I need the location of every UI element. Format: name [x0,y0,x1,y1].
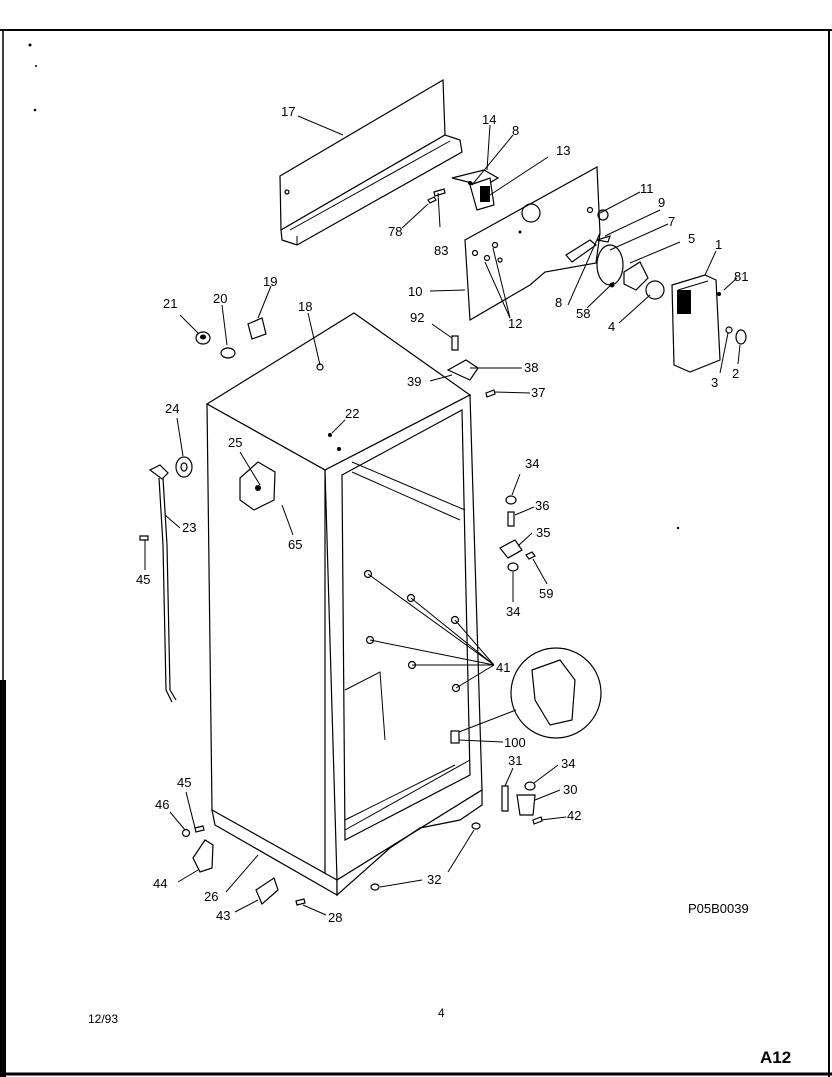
callout-92: 92 [410,310,424,325]
callout-10: 10 [408,284,422,299]
leveler-foot-part [255,877,279,905]
callout-11: 11 [640,181,654,196]
callout-20: 20 [213,291,227,306]
leader-lines [144,115,741,916]
bracket-assembly-part [451,169,500,211]
drawing-code: P05B0039 [688,901,749,916]
callout-38: 38 [524,360,538,375]
callout-9: 9 [658,195,665,210]
callout-1: 1 [715,237,722,252]
callout-2: 2 [732,366,739,381]
callout-43: 43 [216,908,230,923]
callout-45b: 45 [177,775,191,790]
callout-44: 44 [153,876,167,891]
callout-25: 25 [228,435,242,450]
callout-32: 32 [427,872,441,887]
callout-35: 35 [536,525,550,540]
callout-83: 83 [434,243,448,258]
callout-41: 41 [496,660,510,675]
callout-17: 17 [281,104,295,119]
callout-3: 3 [711,375,718,390]
callout-81: 81 [734,269,748,284]
center-hinge-parts [499,495,536,572]
callout-59: 59 [539,586,553,601]
callout-45a: 45 [136,572,150,587]
callout-labels: 17 14 8 13 11 9 7 5 1 81 78 83 10 12 8 5… [136,104,748,925]
callout-19: 19 [263,274,277,289]
callout-22: 22 [345,406,359,421]
callout-4: 4 [608,319,615,334]
revision-date: 12/93 [88,1012,119,1026]
callout-24: 24 [165,401,179,416]
callout-39: 39 [407,374,421,389]
page-number: 4 [438,1006,445,1020]
callout-30: 30 [563,782,577,797]
callout-18: 18 [298,299,312,314]
callout-23: 23 [182,520,196,535]
callout-34b: 34 [506,604,520,619]
callout-28: 28 [328,910,342,925]
small-parts-top-left [195,317,267,359]
callout-13: 13 [556,143,570,158]
callout-31: 31 [508,753,522,768]
bottom-hinge-parts [501,781,543,825]
callout-8b: 8 [555,295,562,310]
section-id: A12 [760,1048,792,1067]
callout-21: 21 [163,296,177,311]
evaporator-cover-panel [464,166,601,322]
callout-37: 37 [531,385,545,400]
drain-tube-part [139,456,193,703]
callout-26: 26 [204,889,218,904]
refrigerator-cabinet [205,312,483,897]
detail-callout-100 [450,647,602,744]
control-housing-part [671,274,747,373]
callout-12: 12 [508,316,522,331]
top-trough-part [279,78,463,246]
callout-34a: 34 [525,456,539,471]
leveler-parts [181,825,214,873]
callout-34c: 34 [561,756,575,771]
callout-46: 46 [155,797,169,812]
callout-58: 58 [576,306,590,321]
callout-100: 100 [504,735,526,750]
callout-5: 5 [688,231,695,246]
callout-36: 36 [535,498,549,513]
callout-42: 42 [567,808,581,823]
callout-8a: 8 [512,123,519,138]
callout-14: 14 [482,112,496,127]
callout-78: 78 [388,224,402,239]
callout-7: 7 [668,214,675,229]
callout-65: 65 [288,537,302,552]
fan-motor-assembly [565,209,665,300]
